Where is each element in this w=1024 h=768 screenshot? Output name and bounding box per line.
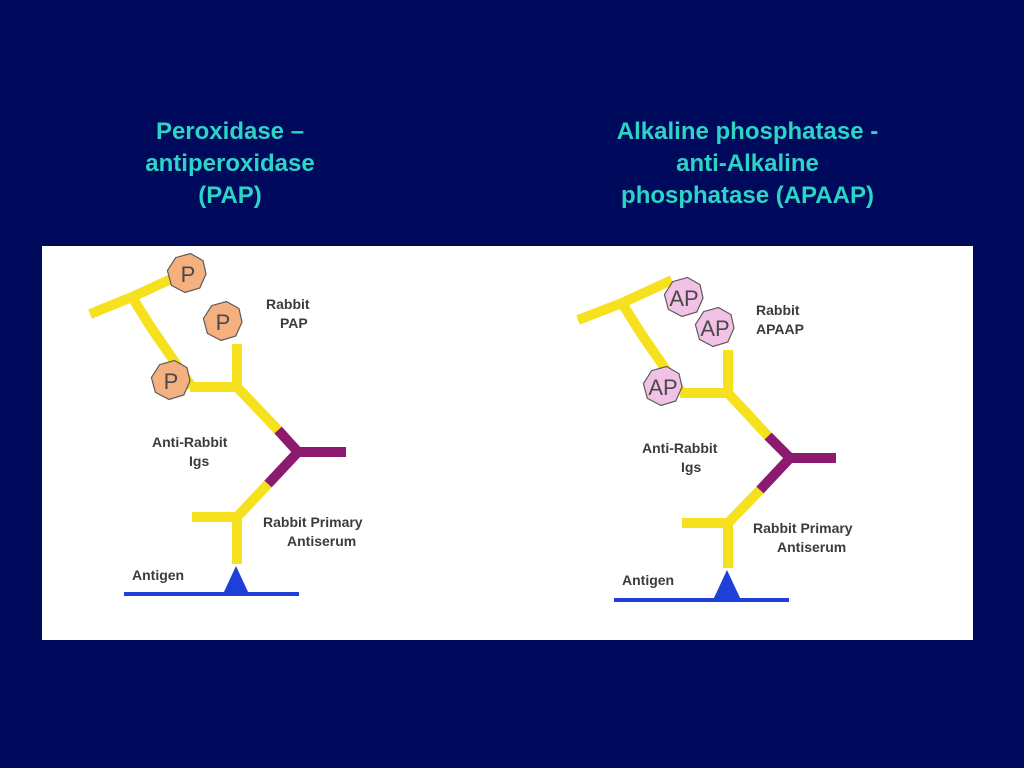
pap-primary-label-2: Antiserum bbox=[287, 533, 356, 549]
pap-complex-label-1: Rabbit bbox=[266, 296, 310, 312]
pap-primary-antibody bbox=[192, 480, 272, 564]
apaap-primary-label-1: Rabbit Primary bbox=[753, 520, 853, 536]
pap-peroxidase-3: P bbox=[150, 359, 191, 401]
apaap-anti-label-2: Igs bbox=[681, 459, 701, 475]
diagram-panel: P P P Rabbit PAP Anti-Rabbit Igs Rabbit … bbox=[42, 246, 973, 640]
pap-complex-label-2: PAP bbox=[280, 315, 308, 331]
apaap-complex-label-1: Rabbit bbox=[756, 302, 800, 318]
pap-enzyme-label-3: P bbox=[164, 369, 179, 394]
pap-antigen-triangle bbox=[223, 566, 249, 594]
pap-primary-label-1: Rabbit Primary bbox=[263, 514, 363, 530]
apaap-antigen-label: Antigen bbox=[622, 572, 674, 588]
apaap-phosphatase-3: AP bbox=[642, 365, 683, 407]
apaap-phosphatase-1: AP bbox=[663, 276, 704, 318]
apaap-primary-antibody bbox=[682, 486, 764, 568]
pap-heading-line-3: (PAP) bbox=[198, 182, 262, 209]
pap-enzyme-label-2: P bbox=[216, 310, 231, 335]
pap-antigen-label: Antigen bbox=[132, 567, 184, 583]
pap-enzyme-label-1: P bbox=[181, 262, 196, 287]
apaap-complex-label-2: APAAP bbox=[756, 321, 804, 337]
apaap-enzyme-label-3: AP bbox=[648, 375, 677, 400]
apaap-antigen-triangle bbox=[713, 570, 741, 600]
apaap-anti-label-1: Anti-Rabbit bbox=[642, 440, 718, 456]
pap-anti-label-2: Igs bbox=[189, 453, 209, 469]
pap-diagram: P P P Rabbit PAP Anti-Rabbit Igs Rabbit … bbox=[88, 252, 363, 596]
diagram-canvas: P P P Rabbit PAP Anti-Rabbit Igs Rabbit … bbox=[88, 252, 853, 602]
pap-anti-rabbit-igs bbox=[264, 426, 346, 488]
apaap-phosphatase-2: AP bbox=[694, 306, 735, 348]
pap-peroxidase-1: P bbox=[166, 252, 207, 294]
pap-anti-label-1: Anti-Rabbit bbox=[152, 434, 228, 450]
pap-peroxidase-2: P bbox=[202, 300, 243, 342]
pap-heading-line-2: antiperoxidase bbox=[145, 150, 315, 177]
apaap-diagram: AP AP AP Rabbit APAAP Anti-Rabbit Igs Ra… bbox=[576, 275, 853, 602]
pap-complex-antibody bbox=[88, 269, 282, 434]
pap-heading-line-1: Peroxidase – bbox=[155, 118, 305, 145]
apaap-enzyme-label-1: AP bbox=[669, 286, 698, 311]
apaap-anti-rabbit-igs bbox=[756, 432, 836, 494]
apaap-primary-label-2: Antiserum bbox=[777, 539, 846, 555]
pap-heading: Peroxidase – antiperoxidase (PAP) bbox=[105, 116, 355, 212]
apaap-heading-line-1: Alkaline phosphatase - bbox=[616, 118, 879, 145]
apaap-heading-line-2: anti-Alkaline bbox=[676, 150, 819, 177]
apaap-heading-line-3: phosphatase (APAAP) bbox=[621, 182, 874, 209]
apaap-heading: Alkaline phosphatase - anti-Alkaline pho… bbox=[560, 116, 935, 212]
apaap-enzyme-label-2: AP bbox=[700, 316, 729, 341]
